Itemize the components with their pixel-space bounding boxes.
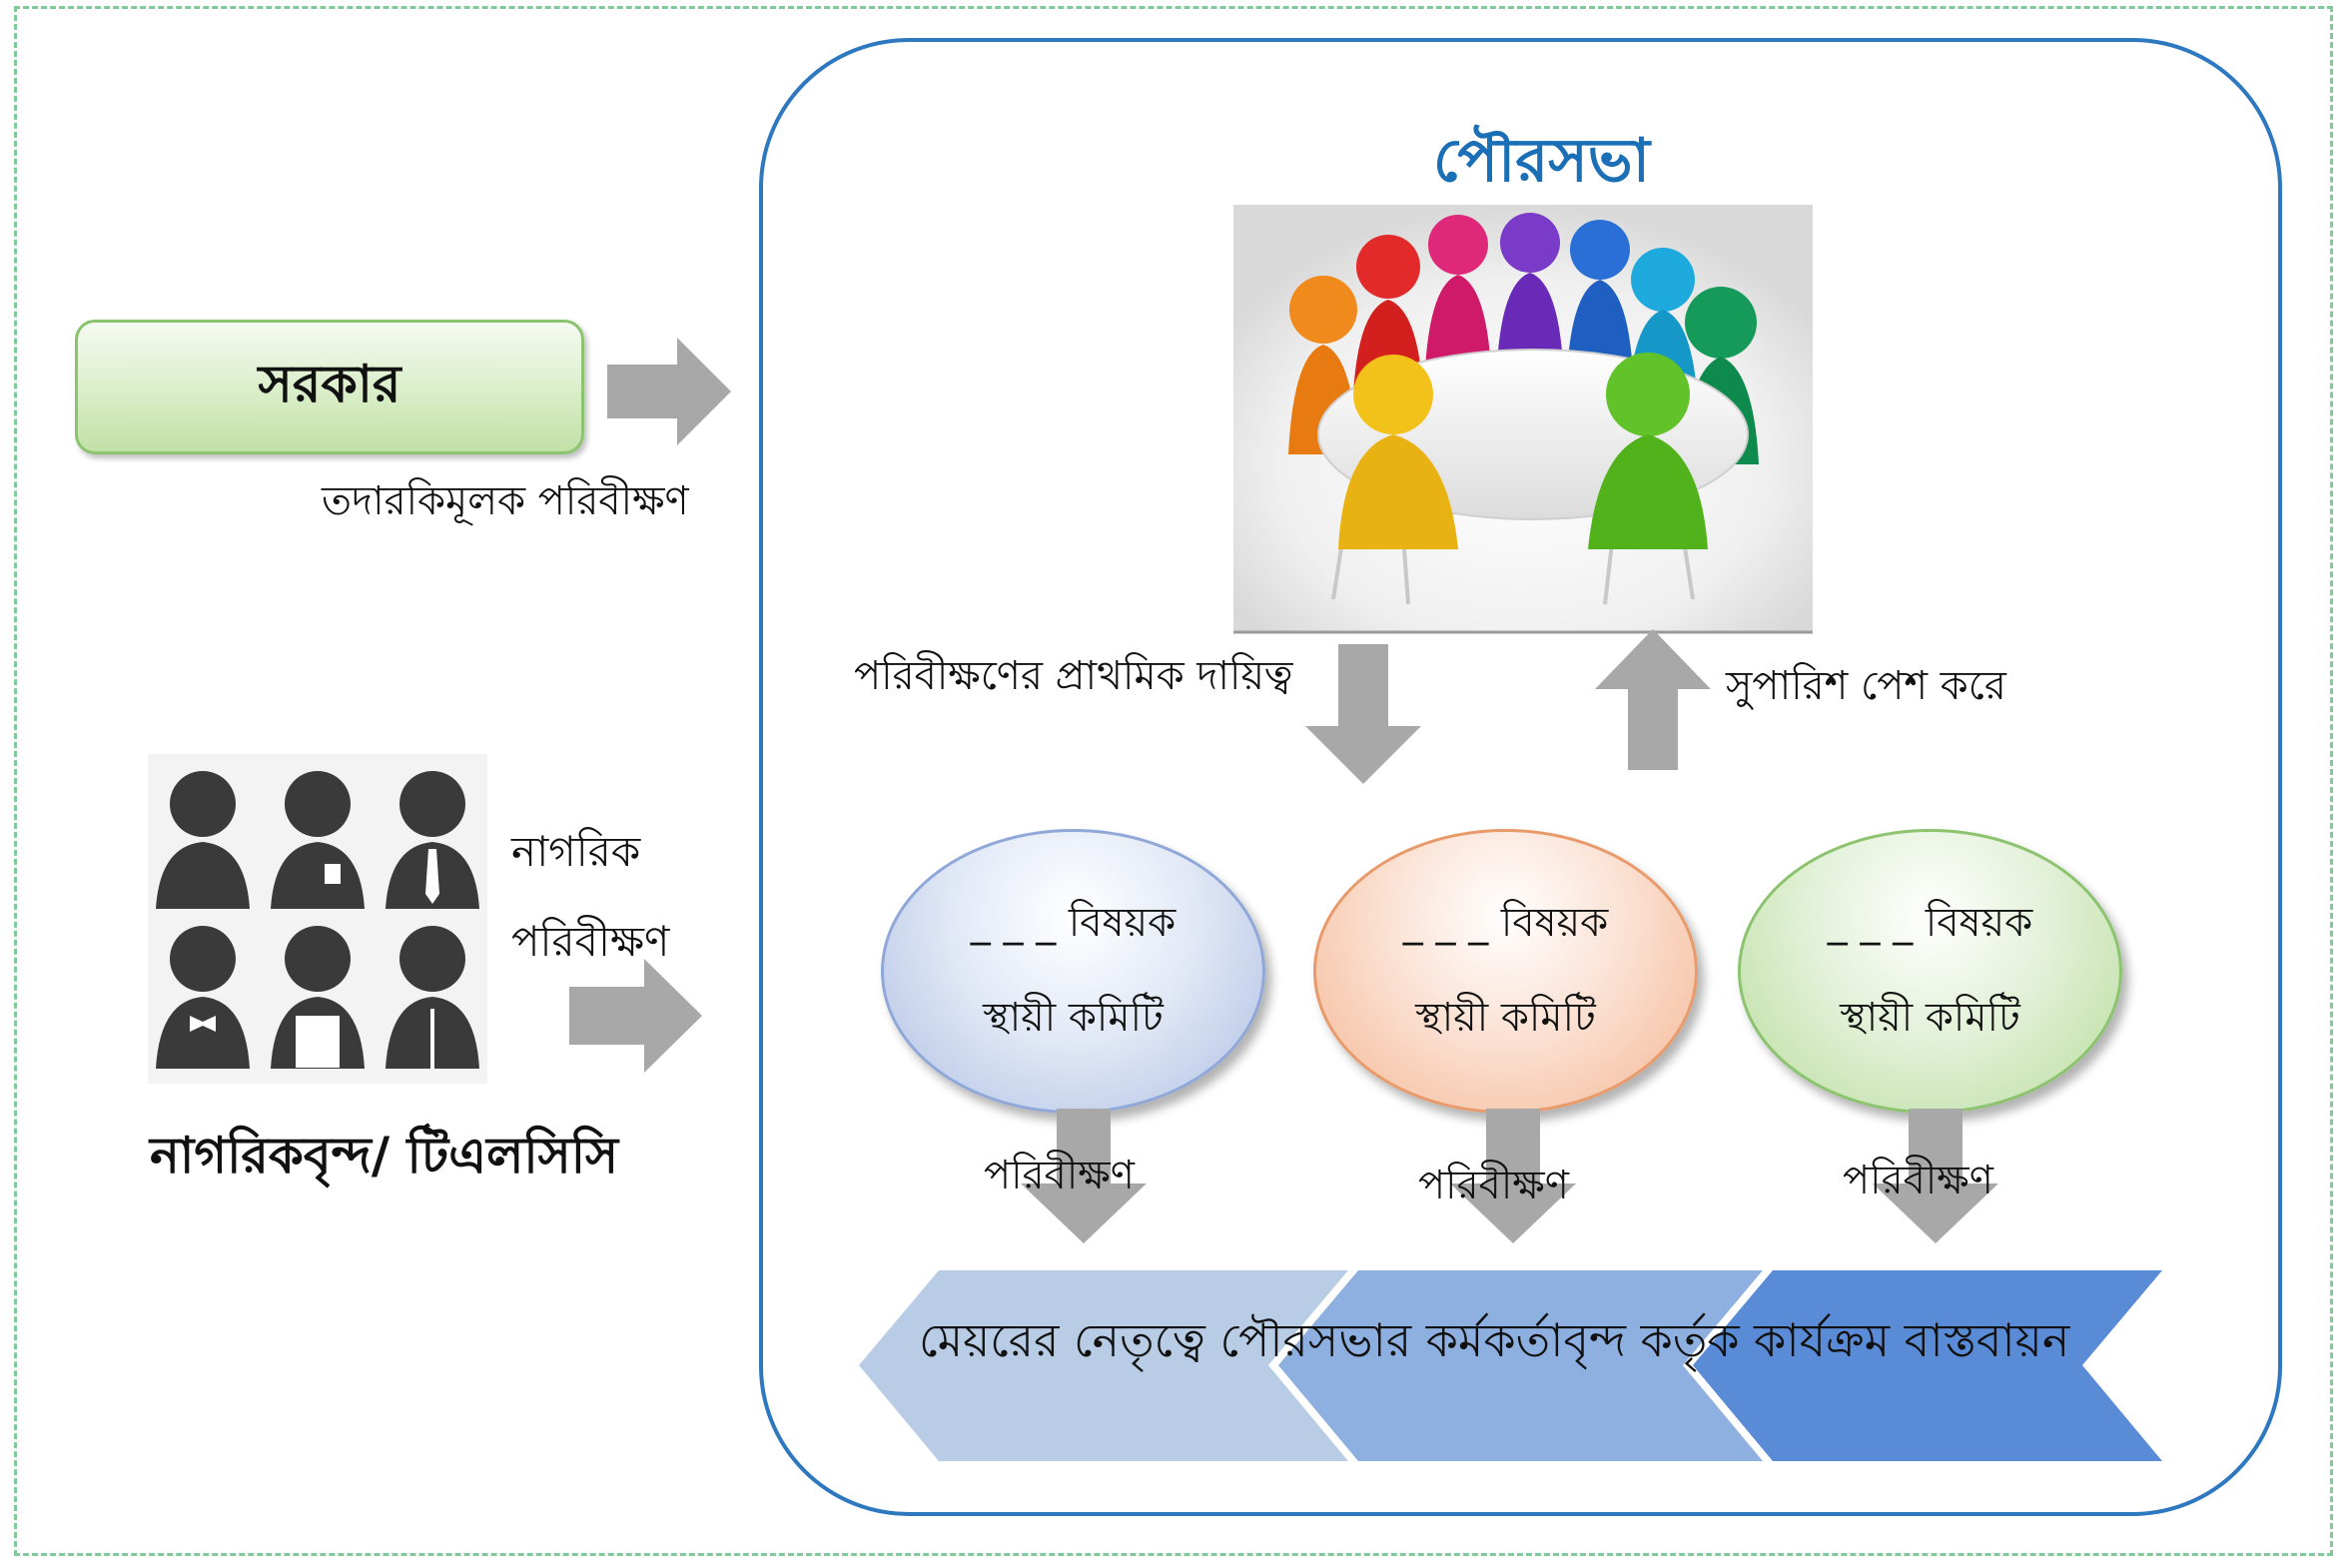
committee-name-label: স্থায়ী কমিটি bbox=[1840, 994, 2020, 1041]
government-label: সরকার bbox=[258, 355, 401, 414]
primary-responsibility-label: পরিবীক্ষণের প্রাথমিক দায়িত্ব bbox=[854, 653, 1293, 699]
committee-name-label: স্থায়ী কমিটি bbox=[983, 994, 1164, 1041]
implementation-chevron-band bbox=[859, 1270, 2162, 1461]
committee-3-monitor-arrow-icon bbox=[1873, 1109, 1998, 1243]
committee-2-monitor-arrow-icon bbox=[1450, 1109, 1576, 1243]
round-table-meeting-icon bbox=[1233, 205, 1813, 634]
standing-committee-3: _ _ _ বিষয়ক স্থায়ী কমিটি bbox=[1738, 829, 2122, 1114]
committee-name-label: স্থায়ী কমিটি bbox=[1415, 994, 1596, 1041]
chevron-segment-3 bbox=[1693, 1270, 2162, 1461]
implementation-text: মেয়রের নেতৃত্বে পৌরসভার কর্মকর্তাবৃন্দ … bbox=[919, 1313, 2070, 1367]
government-arrow-icon bbox=[607, 338, 731, 445]
government-arrow-caption: তদারকিমূলক পরিবীক্ষণ bbox=[322, 478, 689, 524]
committee-subject-label: _ _ _ বিষয়ক bbox=[1827, 899, 2033, 946]
citizen-caption-line2: পরিবীক্ষণ bbox=[511, 917, 670, 966]
committee-3-monitor-label: পরিবীক্ষণ bbox=[1843, 1158, 1993, 1203]
standing-committee-2: _ _ _ বিষয়ক স্থায়ী কমিটি bbox=[1313, 829, 1698, 1114]
committee-subject-label: _ _ _ বিষয়ক bbox=[1402, 899, 1609, 946]
people-group-icon bbox=[148, 754, 487, 1084]
chevron-segment-2 bbox=[1278, 1270, 1763, 1461]
committee-1-monitor-arrow-icon bbox=[1021, 1109, 1147, 1243]
standing-committee-1: _ _ _ বিষয়ক স্থায়ী কমিটি bbox=[881, 829, 1265, 1114]
committee-subject-label: _ _ _ বিষয়ক bbox=[970, 899, 1176, 946]
chevron-segment-1 bbox=[859, 1270, 1348, 1461]
outer-dashed-frame bbox=[14, 6, 2333, 1556]
committee-2-monitor-label: পরিবীক্ষণ bbox=[1418, 1163, 1569, 1208]
municipality-title: পৌরসভা bbox=[1433, 126, 1650, 196]
recommendation-label: সুপারিশ পেশ করে bbox=[1726, 663, 2006, 709]
up-arrow-icon bbox=[1595, 629, 1711, 770]
citizen-group-label: নাগরিকবৃন্দ/ টিএলসিসি bbox=[150, 1127, 619, 1184]
government-box: সরকার bbox=[75, 320, 584, 454]
committee-1-monitor-label: পরিবীক্ষণ bbox=[984, 1153, 1135, 1198]
municipality-container bbox=[759, 38, 2282, 1516]
down-arrow-icon bbox=[1305, 644, 1421, 784]
citizen-caption-line1: নাগরিক bbox=[511, 827, 641, 876]
citizen-arrow-icon bbox=[569, 959, 702, 1073]
